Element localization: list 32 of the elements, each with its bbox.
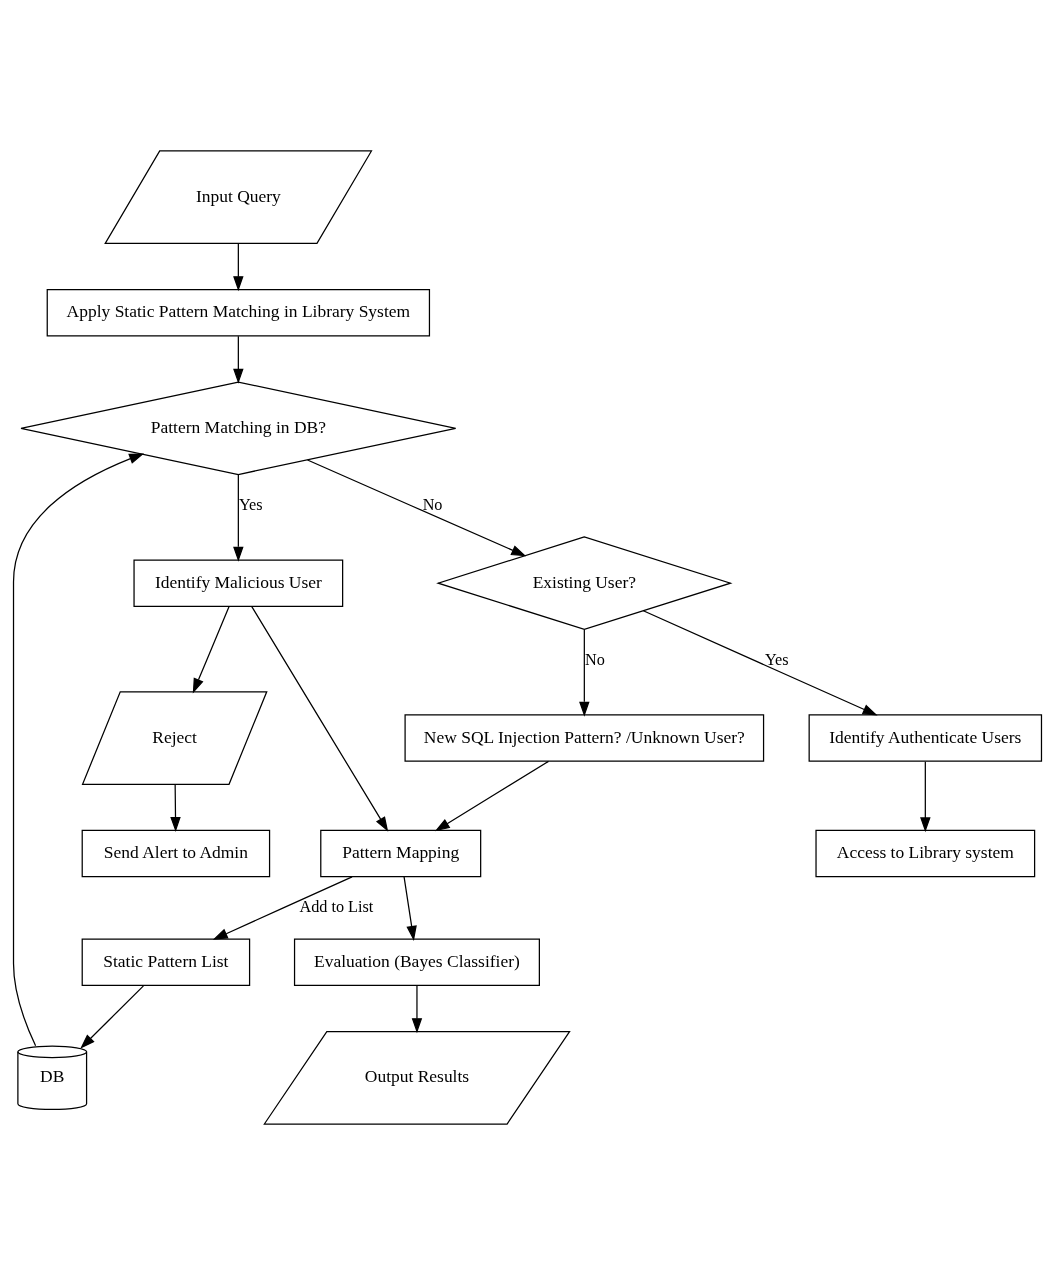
- arrow: [920, 760, 931, 832]
- arrow: [80, 984, 145, 1049]
- arrow: [192, 605, 230, 693]
- node-box: Identify Authenticate Users: [808, 713, 1043, 762]
- arrow: [642, 609, 878, 715]
- node-box: Static Pattern List: [81, 938, 251, 986]
- arrow: [233, 335, 244, 384]
- node-box: Evaluation (Bayes Classifier): [293, 938, 540, 986]
- node-box: Send Alert to Admin: [81, 829, 271, 877]
- arrow: [251, 605, 389, 832]
- node-box: Access to Library system: [815, 829, 1036, 877]
- node-box: Apply Static Pattern Matching in Library System: [46, 288, 431, 336]
- arrow: [170, 783, 181, 832]
- edge-label: Yes: [764, 650, 789, 669]
- node-diamond: Existing User?: [436, 535, 733, 630]
- arrow: [403, 875, 417, 941]
- arrow: [233, 473, 244, 562]
- arrow: [212, 875, 353, 940]
- node-box: New SQL Injection Pattern? /Unknown User?: [404, 713, 765, 762]
- edge-label: Yes: [239, 495, 263, 514]
- edge-label: No: [585, 650, 605, 669]
- node-box: Pattern Mapping: [320, 829, 482, 877]
- arrow: [12, 452, 145, 1046]
- arrow: [233, 242, 244, 291]
- arrow: [579, 628, 590, 717]
- arrow: [434, 760, 550, 831]
- arrow: [411, 984, 423, 1033]
- edge-label: Add to List: [299, 897, 374, 916]
- node-box: Identify Malicious User: [133, 558, 344, 607]
- arrow: [306, 458, 527, 556]
- edge-label: No: [422, 495, 443, 514]
- node-diamond: Pattern Matching in DB?: [20, 380, 457, 475]
